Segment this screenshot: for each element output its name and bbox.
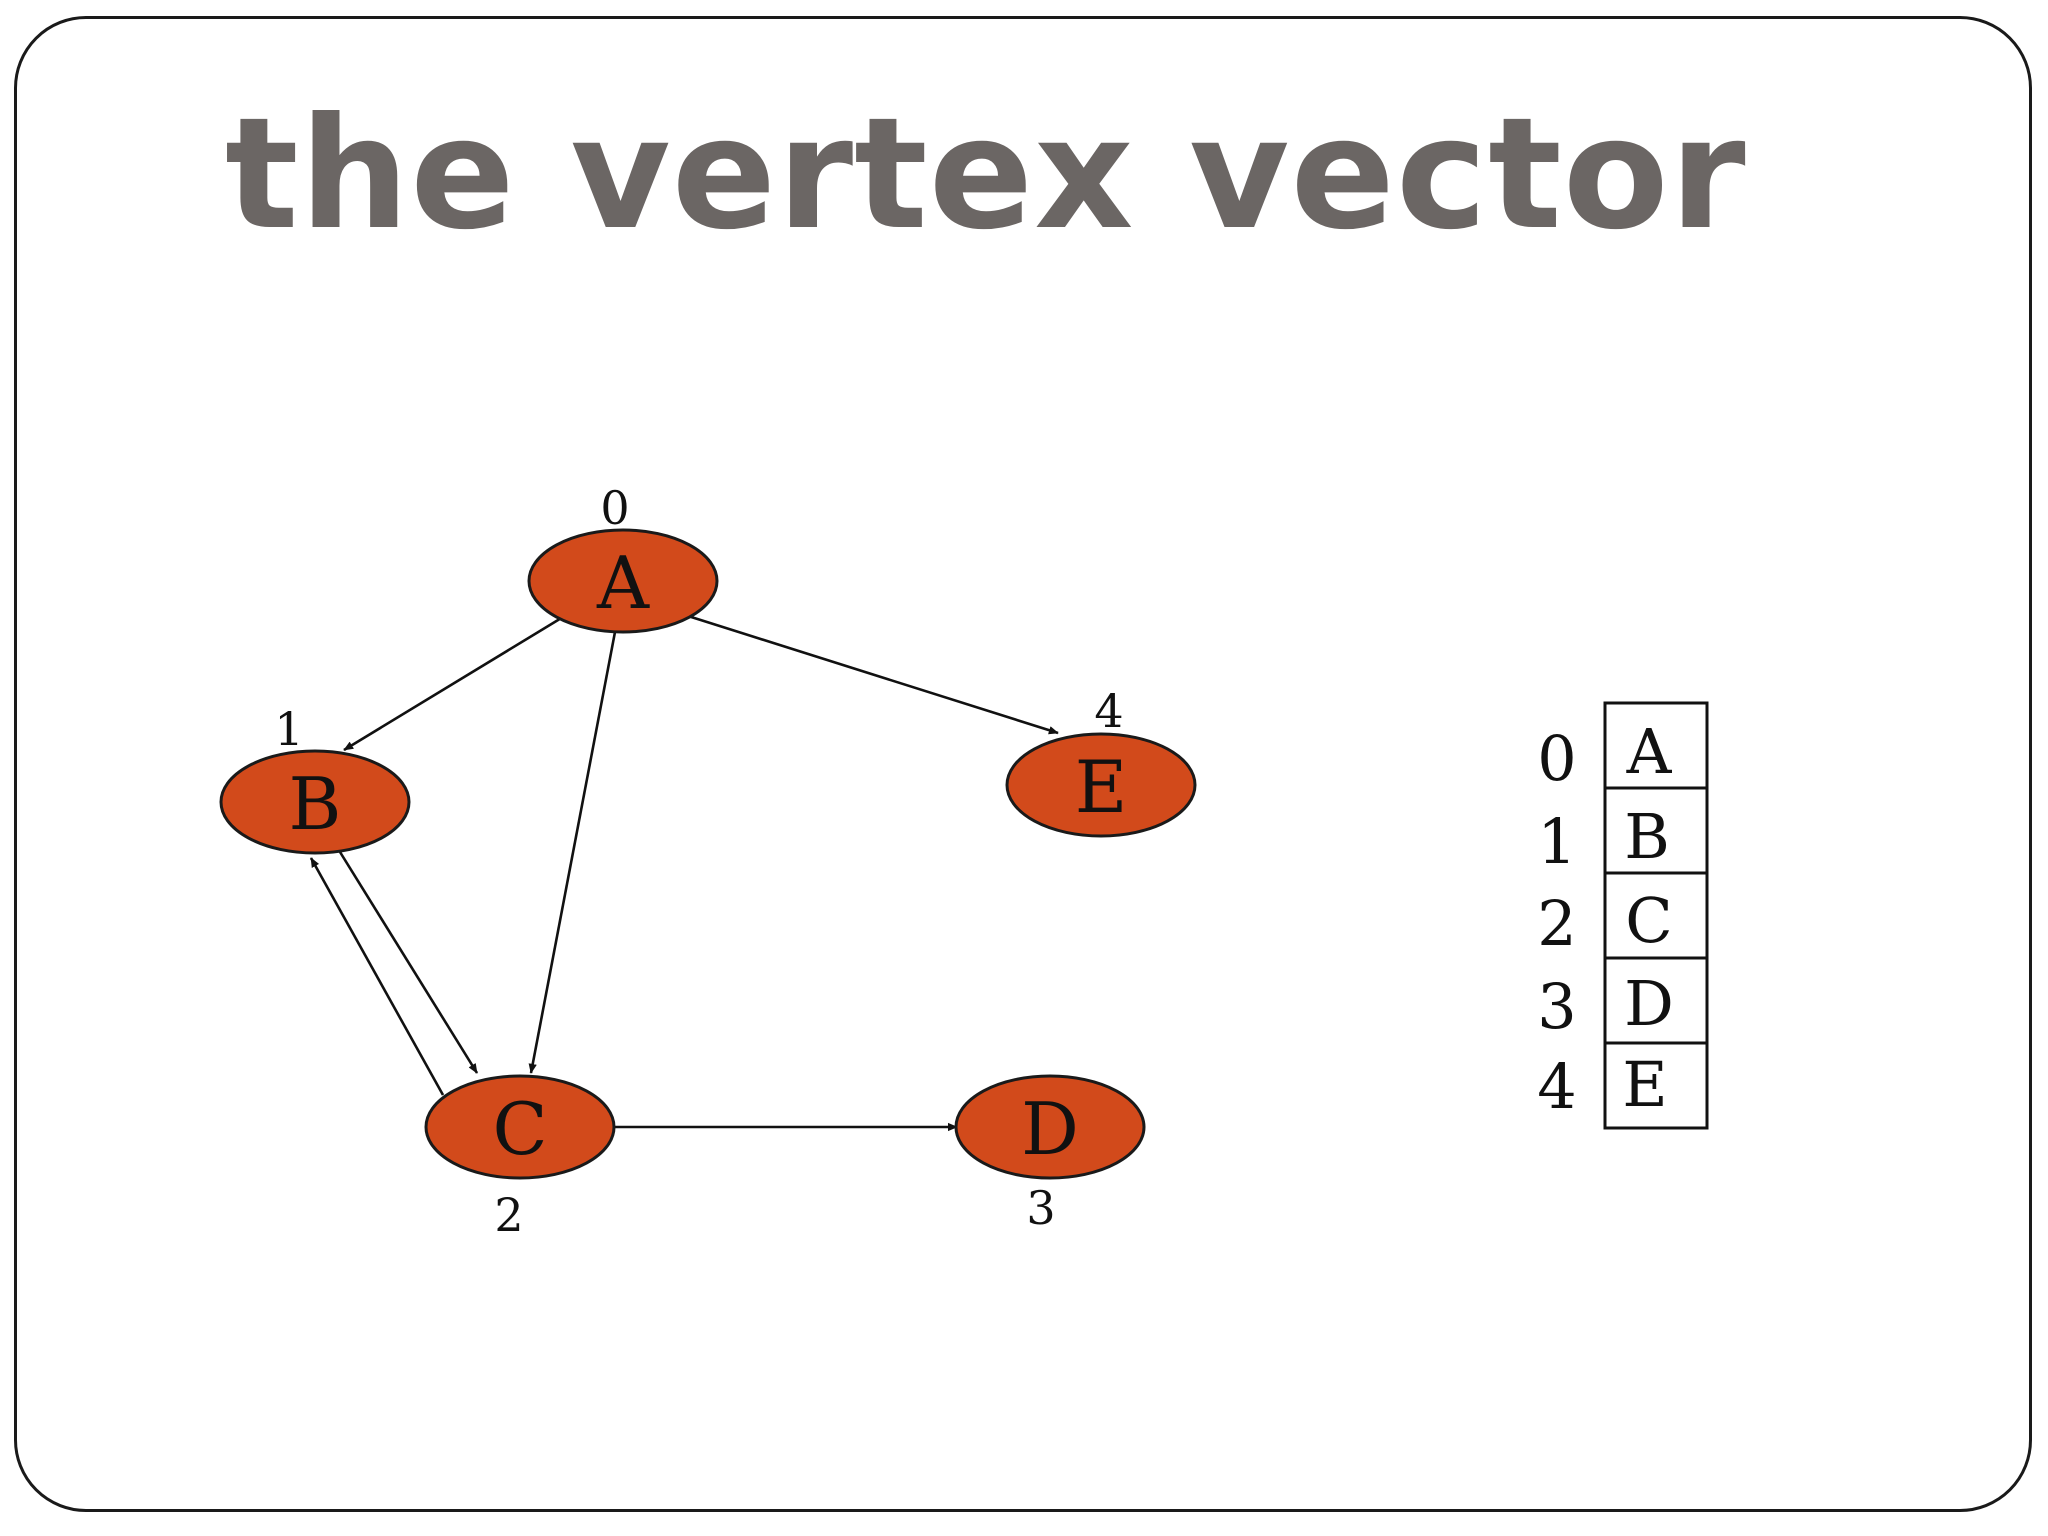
edge-a-to-e	[687, 614, 1059, 735]
node-b-label: B	[289, 762, 342, 846]
vertex-vector-index: 3	[1537, 970, 1576, 1043]
vertex-vector-box	[1603, 1041, 1709, 1130]
vertex-vector-box	[1603, 786, 1709, 875]
node-c-label: C	[492, 1087, 547, 1171]
vertex-vector-cell: D 3	[1537, 956, 1709, 1045]
node-a-label: A	[596, 541, 650, 625]
vertex-vector-cell: E 4	[1537, 1041, 1709, 1130]
edge-a-to-c	[528, 631, 617, 1074]
node-e-index: 4	[1094, 684, 1123, 738]
vertex-vector-index: 1	[1537, 805, 1576, 878]
vertex-vector-value: E	[1622, 1048, 1667, 1121]
vertex-vector-index: 4	[1537, 1050, 1576, 1123]
node-e-shape	[1005, 732, 1197, 838]
graph-node-d: D 3	[954, 1074, 1146, 1235]
node-d-label: D	[1021, 1087, 1079, 1171]
slide-title: the vertex vector	[225, 85, 1747, 264]
vertex-vector: A 0 B 1 C 2 D 3 E 4	[1537, 701, 1709, 1130]
node-c-index: 2	[494, 1188, 523, 1242]
edge-b-to-c	[338, 851, 479, 1074]
vertex-vector-value: B	[1624, 800, 1670, 873]
edge-a-to-b	[343, 615, 564, 752]
vertex-vector-value: D	[1624, 967, 1674, 1040]
vertex-vector-index: 2	[1537, 887, 1576, 960]
vertex-vector-box	[1603, 871, 1709, 960]
graph-node-c: C 2	[424, 1074, 616, 1242]
node-a-index: 0	[600, 481, 629, 535]
vertex-vector-cell: C 2	[1537, 871, 1709, 960]
graph-node-a: A 0	[527, 481, 719, 634]
node-b-index: 1	[274, 702, 303, 756]
node-b-shape	[219, 749, 411, 855]
node-c-shape	[424, 1074, 616, 1180]
node-e-label: E	[1075, 745, 1128, 829]
vertex-vector-box	[1603, 956, 1709, 1045]
graph-node-e: E 4	[1005, 684, 1197, 838]
edge-c-to-b	[309, 857, 445, 1096]
node-d-index: 3	[1026, 1181, 1055, 1235]
vertex-vector-index: 0	[1537, 722, 1576, 795]
vertex-vector-cell: A 0	[1537, 701, 1709, 795]
node-d-shape	[954, 1074, 1146, 1180]
vertex-vector-value: C	[1625, 884, 1672, 957]
vertex-vector-box	[1603, 701, 1709, 790]
graph-edges	[309, 614, 1059, 1132]
node-a-shape	[527, 528, 719, 634]
vertex-vector-cell: B 1	[1537, 786, 1709, 878]
vertex-vector-value: A	[1626, 715, 1673, 788]
graph-node-b: B 1	[219, 702, 411, 855]
